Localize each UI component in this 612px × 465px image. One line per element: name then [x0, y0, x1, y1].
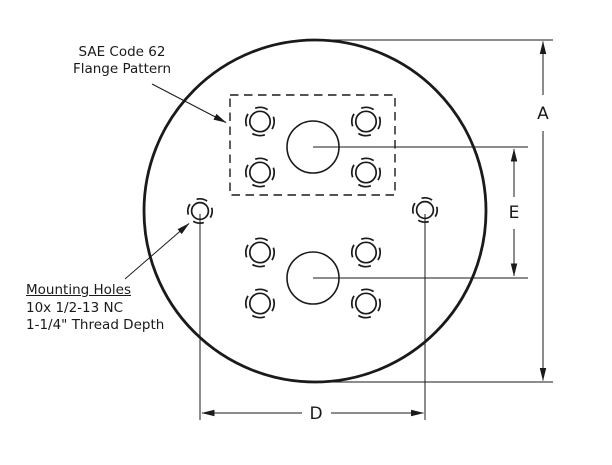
bolt-hole-upper-bl	[244, 157, 276, 188]
sae-flange-note: SAE Code 62 Flange Pattern	[62, 44, 182, 78]
bolt-hole-lower-tr	[350, 237, 382, 268]
mounting-note-depth: 1-1/4" Thread Depth	[26, 317, 165, 333]
bolt-hole-upper-tl	[244, 106, 276, 137]
leader-sae-flange-pattern	[151, 83, 227, 123]
mounting-note-title: Mounting Holes	[26, 282, 131, 298]
mounting-holes-note: Mounting Holes 10x 1/2-13 NC 1-1/4" Thre…	[26, 282, 164, 335]
sae-flange-pattern-boundary	[229, 94, 396, 196]
dimension-a-label: A	[537, 104, 549, 124]
dimension-d-label: D	[309, 404, 322, 424]
bolt-hole-lower-bl	[244, 288, 276, 319]
leader-mounting-holes	[124, 223, 190, 280]
bolt-hole-upper-tr	[350, 106, 382, 137]
sae-note-line2: Flange Pattern	[72, 61, 172, 77]
sae-note-line1: SAE Code 62	[78, 44, 166, 60]
bolt-hole-upper-br	[350, 157, 382, 188]
bolt-hole-lower-tl	[244, 237, 276, 268]
bolt-hole-lower-br	[350, 288, 382, 319]
mounting-note-spec: 10x 1/2-13 NC	[26, 299, 124, 316]
flange-outline-circle	[142, 38, 488, 384]
dimension-e-label: E	[509, 203, 520, 223]
